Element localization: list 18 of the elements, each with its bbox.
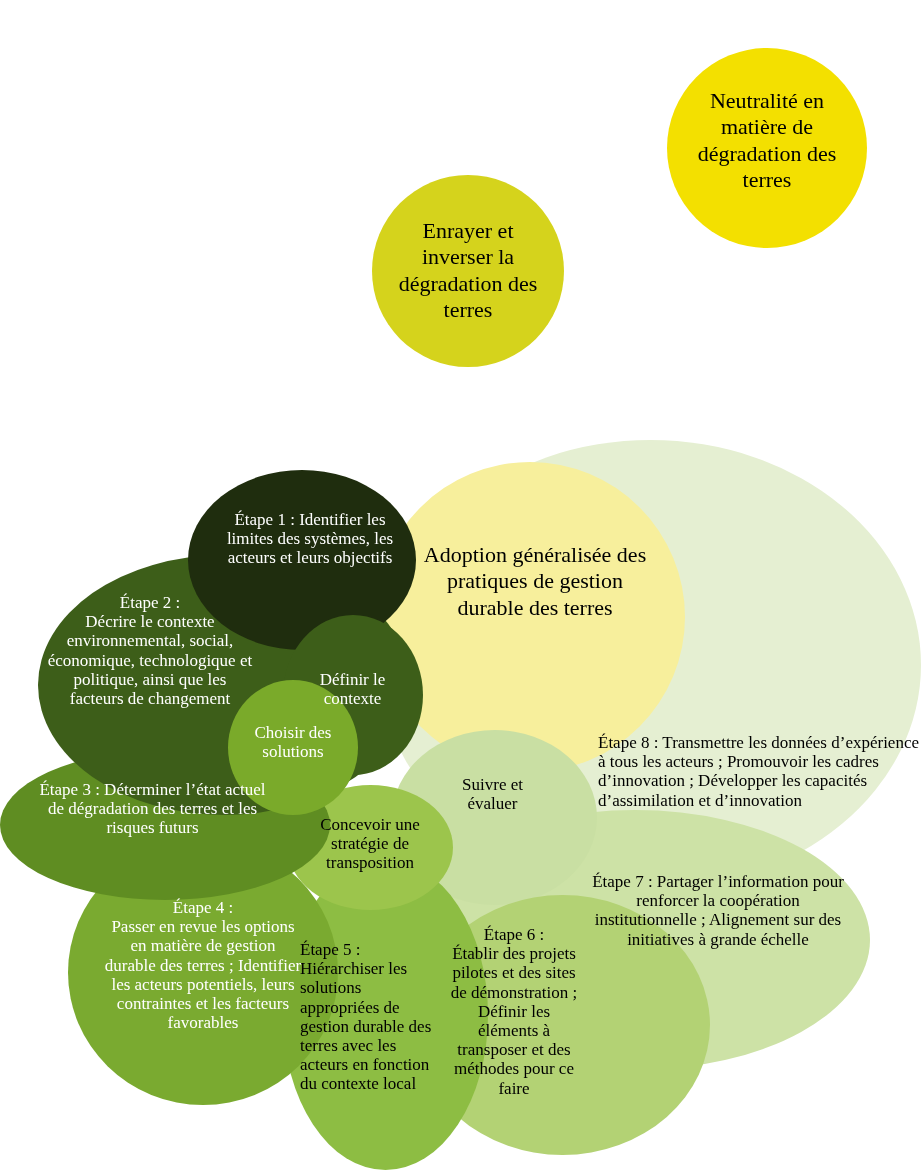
step-text: Choisir des solutions <box>253 723 333 762</box>
step-heading: Étape 2 : <box>118 593 182 613</box>
step-text: Enrayer et inverser la dégradation des terres <box>397 218 539 324</box>
step-text: Étape 3 : Déterminer l’état actuel de dégradation des terres et les risques futurs <box>38 780 267 838</box>
step-text: Concevoir une stratégie de transposition <box>319 815 421 873</box>
step-text: Adoption généralisée des pratiques de gestion durable des terres <box>422 542 648 622</box>
step-text: Définir le contexte <box>318 670 387 709</box>
step-text: Décrire le contexte environnemental, social, économique, technologique et politique, ainsi que les facteurs de changement <box>46 612 254 709</box>
step-text: Établir des projets pilotes et des sites de démonstration ; Définir les éléments à transposer et des méthodes pour ce faire <box>449 944 579 1098</box>
step-text: Suivre et évaluer <box>461 775 524 814</box>
step-text: Étape 1 : Identifier les limites des systèmes, les acteurs et leurs objectifs <box>225 510 395 568</box>
step-heading: Étape 6 : <box>482 925 546 944</box>
step-heading: Étape 5 : <box>300 940 362 959</box>
step-text: Hiérarchiser les solutions appropriées de gestion durable des terres avec les acteurs en fonction du contexte local <box>300 959 433 1094</box>
step-text: Neutralité en matière de dégradation des terres <box>696 88 838 194</box>
step-text: Étape 7 : Partager l’information pour renforcer la coopération institutionnelle ; Alignement sur des initiatives à grande échelle <box>591 872 845 949</box>
step-text: Étape 8 : Transmettre les données d’expérience à tous les acteurs ; Promouvoir les cadres d’innovation ; Développer les capacités d’assimilation et d’innovation <box>598 733 920 810</box>
step-heading: Étape 4 : <box>171 898 235 918</box>
